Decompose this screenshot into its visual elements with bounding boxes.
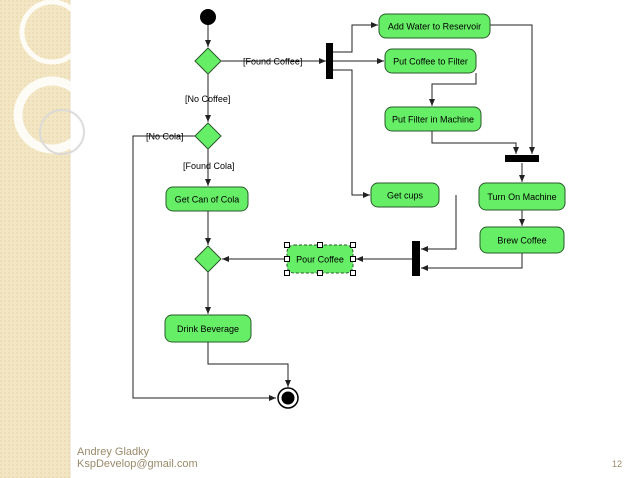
action-turn-on-machine-label: Turn On Machine	[487, 192, 556, 202]
selection-handle-nw[interactable]	[284, 242, 290, 248]
action-drink-beverage-label: Drink Beverage	[177, 324, 239, 334]
action-get-can-of-cola-label: Get Can of Cola	[175, 195, 240, 205]
edge-fork-to-get-cups	[332, 69, 370, 198]
edges	[132, 22, 535, 401]
action-brew-coffee-box	[479, 226, 565, 254]
edge-put-coffee-to-put-filter	[429, 73, 477, 106]
action-add-water[interactable]: Add Water to Reservoir	[378, 13, 491, 39]
action-get-cups-label: Get cups	[387, 191, 424, 201]
action-drink-beverage[interactable]: Drink Beverage	[164, 314, 252, 343]
action-add-water-box	[378, 13, 491, 39]
guard-found-coffee: [Found Coffee]	[243, 57, 302, 67]
edge-get-cups-to-join	[421, 195, 457, 252]
action-get-cups[interactable]: Get cups	[370, 182, 440, 208]
join-bar-machine[interactable]	[505, 155, 539, 162]
slide-number: 12	[611, 459, 622, 469]
cola-decision-diamond[interactable]	[194, 122, 222, 150]
selection-handle-se[interactable]	[350, 270, 356, 276]
selection-handle-w[interactable]	[284, 256, 290, 262]
footer-email: KspDevelop@gmail.com	[77, 458, 198, 470]
decor-ring-middle	[13, 76, 91, 154]
action-put-filter-box	[384, 106, 482, 132]
edge-brew-to-join	[421, 253, 523, 271]
action-brew-coffee-label: Brew Coffee	[497, 236, 546, 246]
edge-no-cola	[132, 135, 276, 401]
selection-handle-n[interactable]	[317, 242, 323, 248]
join-bar-pour[interactable]	[412, 241, 420, 276]
initial-node[interactable]	[200, 9, 216, 25]
guard-no-coffee: [No Coffee]	[185, 94, 230, 104]
final-node-center	[281, 391, 295, 405]
action-pour-coffee[interactable]: Pour Coffee	[284, 242, 356, 276]
action-turn-on-machine-box	[478, 182, 566, 211]
action-brew-coffee[interactable]: Brew Coffee	[479, 226, 565, 254]
edge-add-water-to-join	[490, 24, 535, 154]
action-turn-on-machine[interactable]: Turn On Machine	[478, 182, 566, 211]
action-put-coffee-box	[384, 48, 477, 74]
selection-handle-sw[interactable]	[284, 270, 290, 276]
action-add-water-label: Add Water to Reservoir	[388, 22, 481, 32]
action-put-coffee-label: Put Coffee to Filter	[393, 57, 468, 67]
edge-put-filter-to-join	[431, 130, 519, 154]
decor-ring-top	[19, 0, 85, 65]
decor-ring-inner	[39, 109, 85, 155]
coffee-decision-diamond[interactable]	[194, 47, 222, 75]
guard-found-cola: [Found Cola]	[183, 161, 235, 171]
fork-bar[interactable]	[326, 43, 333, 79]
action-put-coffee[interactable]: Put Coffee to Filter	[384, 48, 477, 74]
action-pour-coffee-label: Pour Coffee	[296, 255, 344, 265]
guard-no-cola: [No Cola]	[146, 132, 184, 142]
action-drink-beverage-box	[164, 314, 252, 343]
selection-handles[interactable]	[284, 242, 356, 276]
selection-handle-ne[interactable]	[350, 242, 356, 248]
action-get-cups-box	[370, 182, 440, 208]
action-put-filter-label: Put Filter in Machine	[392, 115, 474, 125]
action-get-can-of-cola-box	[165, 186, 249, 212]
edge-drink-to-final	[207, 342, 291, 387]
edge-fork-to-add-water	[332, 22, 378, 53]
merge-diamond[interactable]	[194, 245, 222, 273]
selection-handle-s[interactable]	[317, 270, 323, 276]
final-node[interactable]	[277, 387, 299, 409]
footer-author: Andrey Gladky	[77, 446, 150, 458]
selection-handle-e[interactable]	[350, 256, 356, 262]
action-put-filter[interactable]: Put Filter in Machine	[384, 106, 482, 132]
action-get-can-of-cola[interactable]: Get Can of Cola	[165, 186, 249, 212]
